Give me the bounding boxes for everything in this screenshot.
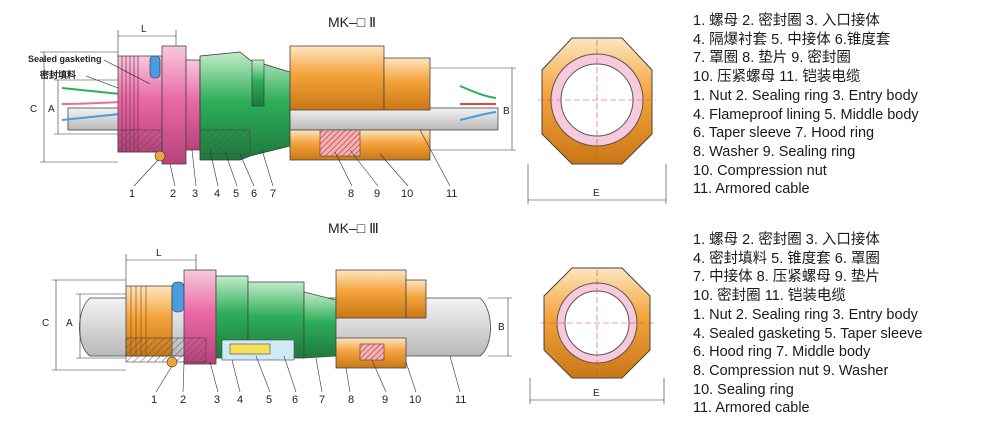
compression-nut-tail	[405, 279, 427, 319]
callout: 7	[319, 394, 325, 406]
hex-end-view-1: E	[527, 37, 667, 204]
diagram-title: MK–□ Ⅲ	[328, 220, 379, 236]
callout: 2	[170, 188, 176, 200]
callout-numbers: 1 2 3 4 5 6 7 8 9 10 11	[151, 394, 466, 406]
sealing-ring	[171, 281, 185, 313]
label-sealed-gasketing: Sealed gasketing	[28, 54, 102, 64]
dim-label-c: C	[42, 318, 49, 329]
washer-dot	[154, 150, 166, 162]
callout: 4	[237, 394, 243, 406]
callout: 3	[192, 188, 198, 200]
callout: 8	[348, 188, 354, 200]
hood-ring	[251, 59, 265, 107]
dim-b	[488, 297, 512, 357]
callout: 10	[401, 188, 413, 200]
dim-label-l: L	[141, 24, 147, 35]
dim-l	[117, 30, 177, 56]
dim-label-b: B	[503, 106, 510, 117]
compression-nut-tail	[383, 57, 431, 111]
dim-c-a	[52, 279, 126, 371]
legend-line: 1. 螺母 2. 密封圈 3. 入口接体	[693, 232, 880, 248]
legend-line: 8. Compression nut 9. Washer	[693, 362, 889, 379]
legend-line: 11. Armored cable	[693, 400, 810, 417]
legend-line: 1. 螺母 2. 密封圈 3. 入口接体	[693, 13, 880, 29]
dim-l	[125, 254, 197, 286]
legend-line: 7. 罩圈 8. 垫片 9. 密封圈	[693, 50, 851, 67]
callout: 9	[382, 394, 388, 406]
dim-label-a: A	[66, 318, 73, 329]
callout: 2	[180, 394, 186, 406]
compression-nut	[289, 45, 385, 111]
callout-leaders	[133, 129, 451, 187]
dim-c-a	[40, 51, 118, 163]
legend-line: 6. Taper sleeve 7. Hood ring	[693, 125, 875, 142]
callout: 6	[292, 394, 298, 406]
diagram-mk-iii: MK–□ Ⅲ L	[42, 220, 665, 406]
callout: 5	[233, 188, 239, 200]
legend-line: 4. Sealed gasketing 5. Taper sleeve	[693, 325, 923, 342]
legend-line: 8. Washer 9. Sealing ring	[693, 143, 856, 160]
legend-mk-iii: 1. 螺母 2. 密封圈 3. 入口接体 4. 密封填料 5. 锥度套 6. 罩…	[693, 231, 993, 418]
callout: 4	[214, 188, 220, 200]
callout: 11	[446, 188, 457, 200]
cable-wires	[61, 85, 497, 121]
legend-line: 10. 压紧螺母 11. 铠装电缆	[693, 69, 861, 86]
dim-label-c: C	[30, 104, 37, 115]
callout: 10	[409, 394, 421, 406]
legend-line: 6. Hood ring 7. Middle body	[693, 344, 871, 361]
callout-numbers: 1 2 3 4 5 6 7 8 9 10 11	[129, 188, 457, 200]
washer-dot	[166, 356, 178, 368]
legend-line: 4. 隔爆衬套 5. 中接体 6.锥度套	[693, 31, 891, 48]
compression-nut	[335, 269, 407, 319]
diagram-mk-ii: MK–□ Ⅱ	[28, 14, 667, 204]
flameproof-lining	[117, 129, 163, 153]
dim-b	[430, 67, 516, 151]
dim-label-b: B	[498, 322, 505, 333]
callout: 1	[129, 188, 135, 200]
callout: 1	[151, 394, 157, 406]
callout: 11	[455, 394, 466, 406]
hex-end-view-2: E	[529, 267, 665, 404]
hood-ring	[303, 291, 337, 359]
label-sealing-filler: 密封填料	[39, 69, 76, 80]
legend-line: 10. Sealing ring	[693, 381, 794, 398]
dim-label-e: E	[593, 188, 600, 199]
sealed-gasketing	[125, 337, 207, 363]
entry-body	[185, 59, 201, 151]
legend-line: 1. Nut 2. Sealing ring 3. Entry body	[693, 87, 918, 104]
callout: 3	[214, 394, 220, 406]
dim-label-l: L	[156, 248, 162, 259]
taper-sleeve	[199, 129, 251, 155]
legend-mk-ii: 1. 螺母 2. 密封圈 3. 入口接体 4. 隔爆衬套 5. 中接体 6.锥度…	[693, 12, 993, 199]
dim-label-e: E	[593, 388, 600, 399]
callout: 5	[266, 394, 272, 406]
washer	[319, 129, 361, 157]
diagram-title: MK–□ Ⅱ	[328, 14, 376, 30]
callout: 7	[270, 188, 276, 200]
callout: 8	[348, 394, 354, 406]
legend-line: 10. 密封圈 11. 铠装电缆	[693, 288, 846, 305]
callout: 9	[374, 188, 380, 200]
sealing-filler	[229, 343, 271, 355]
legend-line: 4. 密封填料 5. 锥度套 6. 罩圈	[693, 250, 880, 267]
legend-line: 11. Armored cable	[693, 181, 810, 198]
nut	[161, 45, 187, 165]
legend-line: 7. 中接体 8. 压紧螺母 9. 垫片	[693, 269, 880, 286]
dim-label-a: A	[48, 104, 55, 115]
callout-leaders	[155, 355, 461, 393]
callout: 6	[251, 188, 257, 200]
legend-line: 10. Compression nut	[693, 162, 827, 179]
legend-line: 1. Nut 2. Sealing ring 3. Entry body	[693, 306, 918, 323]
legend-line: 4. Flameproof lining 5. Middle body	[693, 106, 919, 123]
sealing-ring	[149, 55, 161, 79]
washer	[359, 343, 385, 361]
